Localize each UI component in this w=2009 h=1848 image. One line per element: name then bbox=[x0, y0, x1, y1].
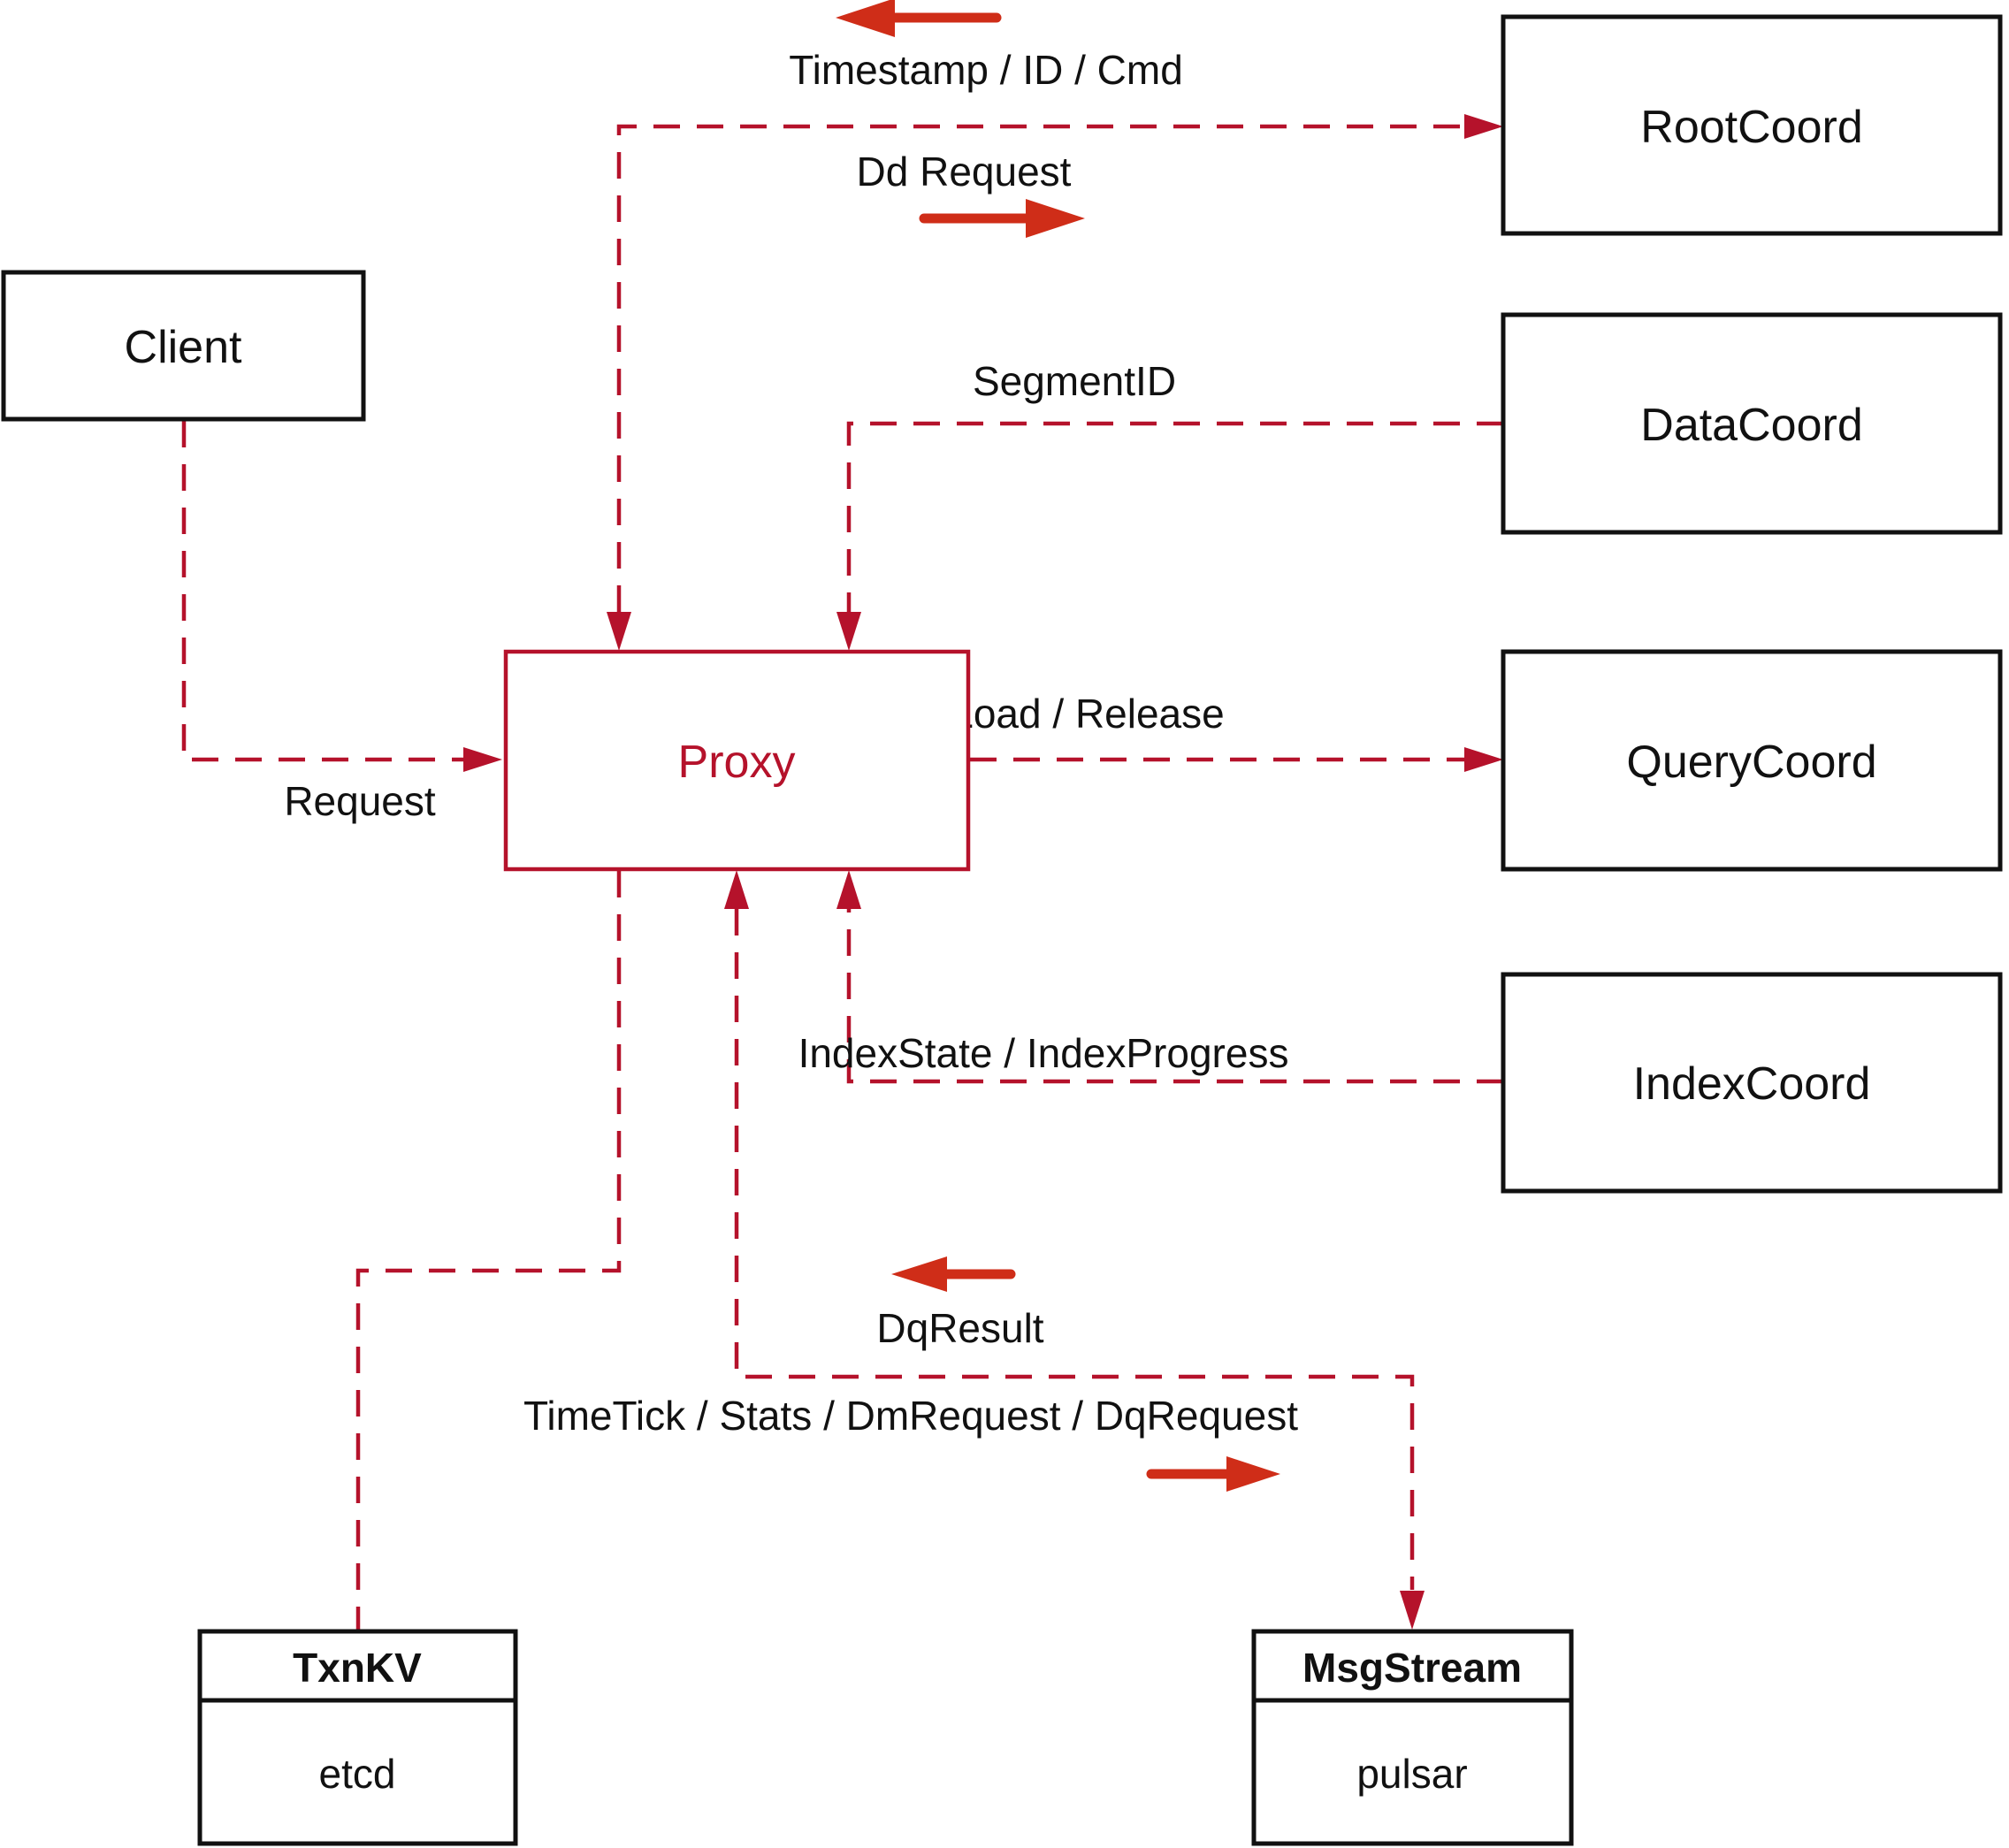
client-node: Client bbox=[1, 270, 366, 422]
edge-label-dd-request: Dd Request bbox=[857, 149, 1072, 195]
left-arrow-icon bbox=[891, 1256, 1016, 1292]
querycoord-node-label: QueryCoord bbox=[1626, 737, 1876, 788]
left-arrow-icon bbox=[836, 0, 1002, 37]
proxy-node-label: Proxy bbox=[678, 737, 796, 788]
msgstream-title: MsgStream bbox=[1302, 1645, 1522, 1691]
edge-indexcoord-proxy bbox=[846, 909, 1503, 1084]
edge-label-load-release: Load / Release bbox=[951, 691, 1224, 737]
msgstream-node: MsgStream pulsar bbox=[1251, 1629, 1574, 1846]
datacoord-node: DataCoord bbox=[1501, 312, 2003, 535]
arrowhead-into-proxy-top-right bbox=[836, 612, 861, 651]
txnkv-title: TxnKV bbox=[293, 1645, 422, 1691]
arrowhead-into-msgstream bbox=[1400, 1591, 1425, 1630]
edge-label-time-tick: TimeTick / Stats / DmRequest / DqRequest bbox=[523, 1393, 1298, 1439]
proxy-node: Proxy bbox=[503, 649, 971, 872]
edge-label-index-state: IndexState / IndexProgress bbox=[798, 1030, 1289, 1076]
msgstream-impl-label: pulsar bbox=[1356, 1751, 1467, 1797]
arrowhead-into-proxy-top-left bbox=[607, 612, 631, 651]
edge-datacoord-proxy bbox=[846, 421, 1503, 612]
arrowhead-into-proxy-left bbox=[463, 747, 502, 772]
arrowhead-into-querycoord bbox=[1464, 747, 1503, 772]
edge-label-request: Request bbox=[284, 778, 436, 824]
edge-label-timestamp: Timestamp / ID / Cmd bbox=[789, 47, 1183, 93]
right-arrow-icon bbox=[1146, 1456, 1280, 1492]
datacoord-node-label: DataCoord bbox=[1640, 400, 1862, 451]
txnkv-node: TxnKV etcd bbox=[197, 1629, 518, 1846]
edge-label-segment-id: SegmentID bbox=[973, 358, 1176, 404]
edge-proxy-txnkv bbox=[355, 871, 622, 1630]
arrowhead-into-proxy-bottom-left bbox=[724, 870, 749, 909]
edge-proxy-msgstream bbox=[734, 909, 1415, 1590]
querycoord-node: QueryCoord bbox=[1501, 649, 2003, 872]
indexcoord-node-label: IndexCoord bbox=[1633, 1058, 1871, 1110]
arrowhead-into-proxy-bottom-right bbox=[836, 870, 861, 909]
right-arrow-icon bbox=[919, 199, 1085, 238]
arrowhead-into-rootcoord bbox=[1464, 114, 1503, 139]
indexcoord-node: IndexCoord bbox=[1501, 972, 2003, 1194]
rootcoord-node: RootCoord bbox=[1501, 14, 2003, 236]
edge-client-proxy bbox=[181, 421, 463, 762]
txnkv-impl-label: etcd bbox=[319, 1751, 396, 1797]
edge-label-dq-result: DqResult bbox=[876, 1305, 1043, 1351]
rootcoord-node-label: RootCoord bbox=[1640, 102, 1862, 153]
edge-proxy-rootcoord bbox=[616, 124, 1464, 612]
client-node-label: Client bbox=[125, 322, 242, 373]
